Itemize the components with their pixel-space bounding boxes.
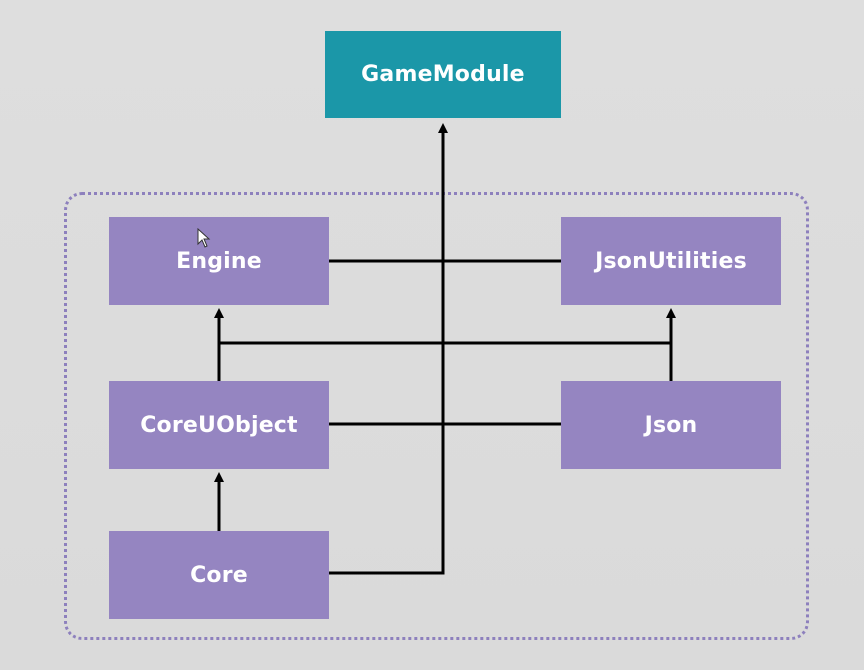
- node-core: Core: [109, 531, 329, 619]
- node-engine: Engine: [109, 217, 329, 305]
- node-label: GameModule: [361, 62, 525, 87]
- module-group-border: [64, 192, 809, 640]
- node-jsonutilities: JsonUtilities: [561, 217, 781, 305]
- node-label: JsonUtilities: [595, 248, 747, 274]
- node-json: Json: [561, 381, 781, 469]
- mouse-pointer-icon: [197, 228, 211, 248]
- node-label: Json: [644, 412, 698, 438]
- node-label: Engine: [176, 248, 262, 274]
- node-label: Core: [190, 562, 248, 588]
- node-coreuobject: CoreUObject: [109, 381, 329, 469]
- node-label: CoreUObject: [140, 412, 298, 438]
- edge-core-to-gamemodule: [329, 123, 448, 575]
- node-gamemodule: GameModule: [325, 31, 561, 118]
